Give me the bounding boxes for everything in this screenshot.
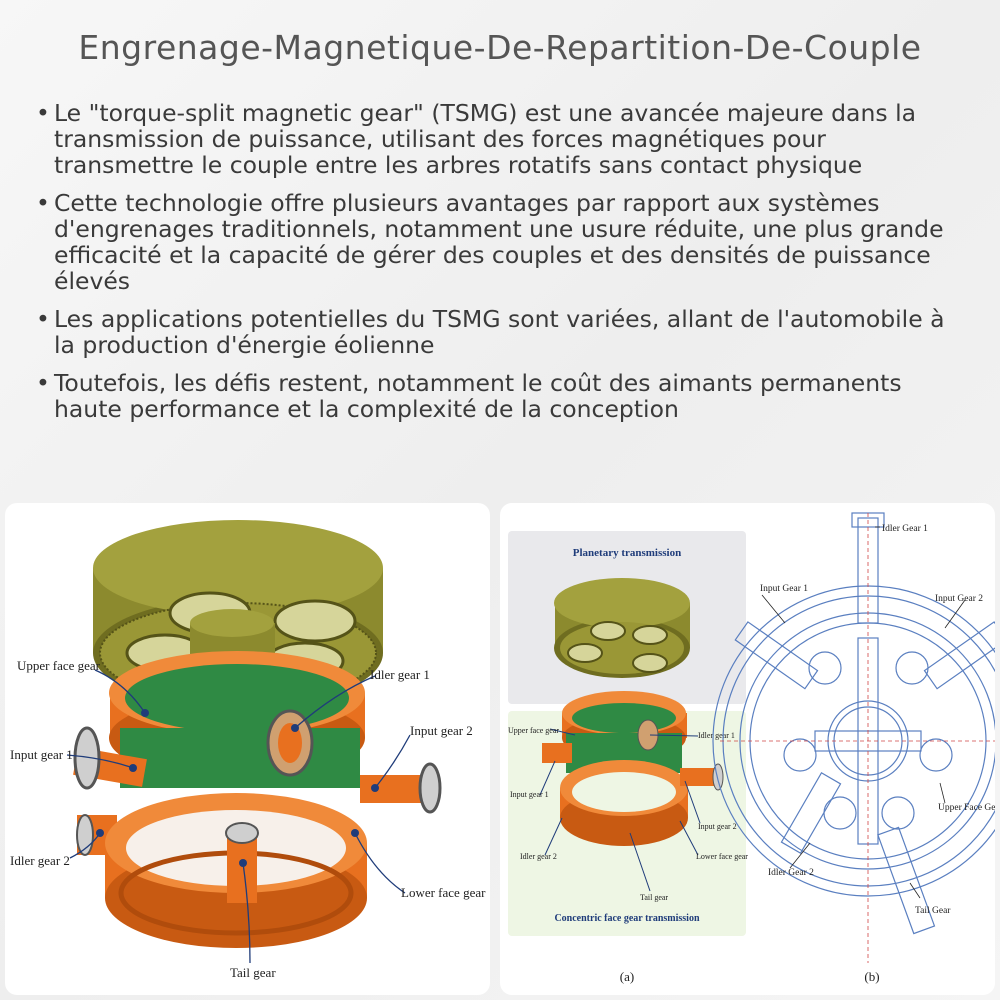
bullet-item: •Cette technologie offre plusieurs avant… [32, 190, 972, 294]
green-ring-gear [120, 728, 360, 788]
bullet-text: Cette technologie offre plusieurs avanta… [54, 189, 944, 295]
label-a-idler-gear-1: Idler gear 1 [698, 731, 735, 740]
label-input-gear-1: Input gear 1 [10, 747, 73, 762]
mini-planetary-carrier [554, 578, 690, 678]
label-b-input-gear-2: Input Gear 2 [935, 594, 983, 604]
mini-face-gear-stack [542, 691, 724, 846]
label-b-idler-gear-2: Idler Gear 2 [768, 868, 814, 878]
bullet-text: Le "torque-split magnetic gear" (TSMG) e… [54, 99, 916, 179]
bullet-dot: • [36, 189, 50, 217]
label-tail-gear: Tail gear [230, 965, 276, 980]
blueprint-leader-lines [761, 526, 966, 899]
label-a-tail-gear: Tail gear [640, 893, 668, 902]
label-b-upper-face-gear: Upper Face Gear [938, 803, 995, 813]
gear-assembly-panel: Upper face gear Idler gear 1 Input gear … [5, 503, 490, 995]
bullet-item: •Le "torque-split magnetic gear" (TSMG) … [32, 100, 972, 178]
label-a-idler-gear-2: Idler gear 2 [520, 852, 557, 861]
label-b-input-gear-1: Input Gear 1 [760, 584, 808, 594]
label-input-gear-2: Input gear 2 [410, 723, 473, 738]
comparison-diagram: Planetary transmission Upper face gear I [508, 512, 995, 984]
caption-a: (a) [620, 969, 634, 984]
bullet-item: •Toutefois, les défis restent, notamment… [32, 370, 972, 422]
page-title: Engrenage-Magnetique-De-Repartition-De-C… [78, 28, 922, 67]
bullet-dot: • [36, 99, 50, 127]
comparison-panel: Planetary transmission Upper face gear I [500, 503, 995, 995]
bullet-text: Toutefois, les défis restent, notamment … [54, 369, 902, 423]
mini-leader-lines [539, 728, 701, 892]
gear-assembly-diagram: Upper face gear Idler gear 1 Input gear … [10, 520, 486, 980]
caption-b: (b) [864, 969, 879, 984]
leader-lines [66, 669, 411, 964]
bullet-list: •Le "torque-split magnetic gear" (TSMG) … [32, 100, 972, 434]
bullet-dot: • [36, 369, 50, 397]
label-a-upper-face-gear: Upper face gear [508, 726, 559, 735]
bullet-text: Les applications potentielles du TSMG so… [54, 305, 945, 359]
idler-gear-1 [266, 709, 314, 777]
blueprint-centerlines [720, 513, 995, 963]
label-idler-gear-1: Idler gear 1 [370, 667, 430, 682]
label-a-input-gear-2: Input gear 2 [698, 822, 737, 831]
label-a-input-gear-1: Input gear 1 [510, 790, 549, 799]
label-planetary-transmission: Planetary transmission [573, 547, 681, 559]
bullet-dot: • [36, 305, 50, 333]
label-lower-face-gear: Lower face gear [401, 885, 486, 900]
label-b-tail-gear: Tail Gear [915, 906, 951, 916]
label-idler-gear-2: Idler gear 2 [10, 853, 70, 868]
label-concentric-transmission: Concentric face gear transmission [554, 913, 700, 924]
bullet-item: •Les applications potentielles du TSMG s… [32, 306, 972, 358]
label-upper-face-gear: Upper face gear [17, 658, 101, 673]
blueprint-drawing [712, 512, 995, 935]
input-gear-1 [73, 726, 147, 790]
label-a-lower-face-gear: Lower face gear [696, 852, 748, 861]
label-b-idler-gear-1: Idler Gear 1 [882, 524, 928, 534]
